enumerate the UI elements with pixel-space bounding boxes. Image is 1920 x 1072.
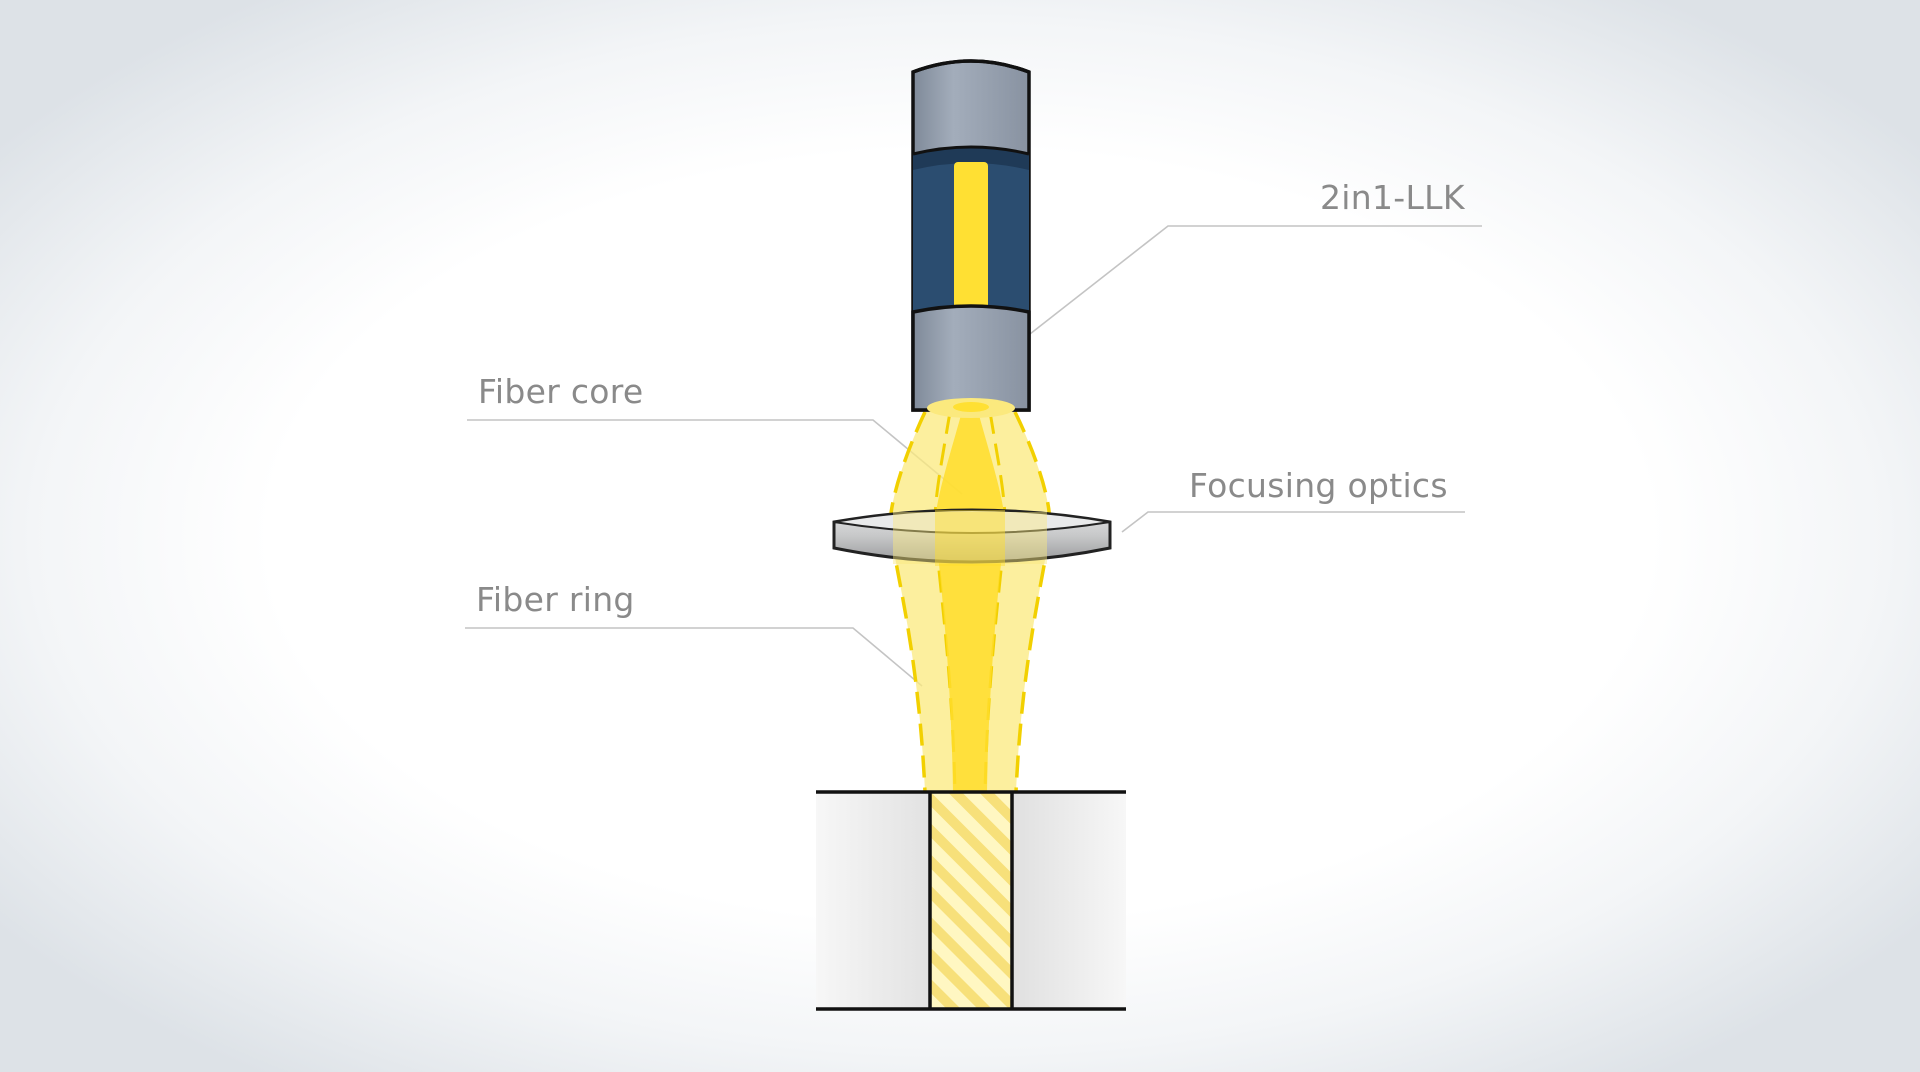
fiber-core-rod bbox=[954, 162, 988, 310]
lens-beam-overlay bbox=[893, 512, 1047, 564]
leader-line-fiber-core bbox=[467, 419, 963, 495]
label-focusing-optics: Focusing optics bbox=[1189, 466, 1448, 505]
label-fiber-core: Fiber core bbox=[478, 372, 644, 411]
beam-core bbox=[935, 408, 1005, 792]
cable-window-top bbox=[913, 147, 1029, 170]
leader-line-focusing-optics bbox=[1121, 511, 1465, 533]
cable-window-edge bbox=[912, 145, 1030, 156]
workpiece bbox=[816, 790, 1126, 1011]
label-cable: 2in1-LLK bbox=[1320, 178, 1465, 217]
leader-line-cable bbox=[1029, 225, 1482, 335]
leader-line-fiber-ring bbox=[465, 627, 923, 687]
workpiece-left-block bbox=[816, 792, 930, 1009]
label-fiber-ring: Fiber ring bbox=[476, 580, 635, 619]
cable-top-edge bbox=[912, 59, 1030, 74]
lens-core-overlay bbox=[935, 510, 1005, 566]
weld-hatch bbox=[930, 792, 1012, 1009]
workpiece-right-block bbox=[1012, 792, 1126, 1009]
fiber-cable bbox=[911, 59, 1031, 418]
cable-sleeve-bottom bbox=[911, 304, 1031, 412]
lens-top-face bbox=[833, 509, 1111, 534]
focusing-lens bbox=[832, 508, 1112, 566]
cable-output-core bbox=[953, 402, 989, 412]
